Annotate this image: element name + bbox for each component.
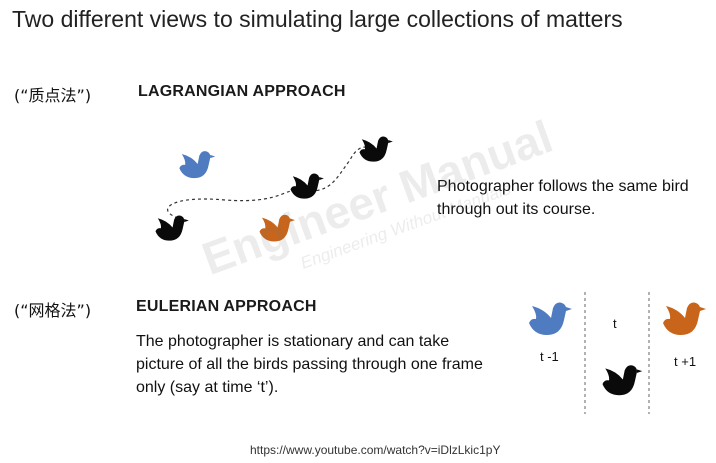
eulerian-cn-label: (“网格法”) — [14, 301, 92, 320]
lagrangian-heading: LAGRANGIAN APPROACH — [138, 83, 346, 100]
frame-label-prev: t -1 — [540, 349, 559, 364]
bird-icon — [663, 302, 706, 335]
source-url: https://www.youtube.com/watch?v=iDlzLkic… — [250, 443, 501, 457]
lagrangian-cn-label: (“质点法”) — [14, 86, 92, 105]
frame-label-current: t — [613, 316, 617, 331]
eulerian-heading: EULERIAN APPROACH — [136, 298, 317, 315]
frame-label-next: t +1 — [674, 354, 697, 369]
eulerian-description: The photographer is stationary and can t… — [136, 333, 483, 396]
slide-title: Two different views to simulating large … — [12, 6, 623, 32]
bird-icon — [529, 302, 572, 335]
bird-icon — [602, 365, 643, 396]
lagrangian-description: Photographer follows the same bird throu… — [437, 178, 689, 218]
